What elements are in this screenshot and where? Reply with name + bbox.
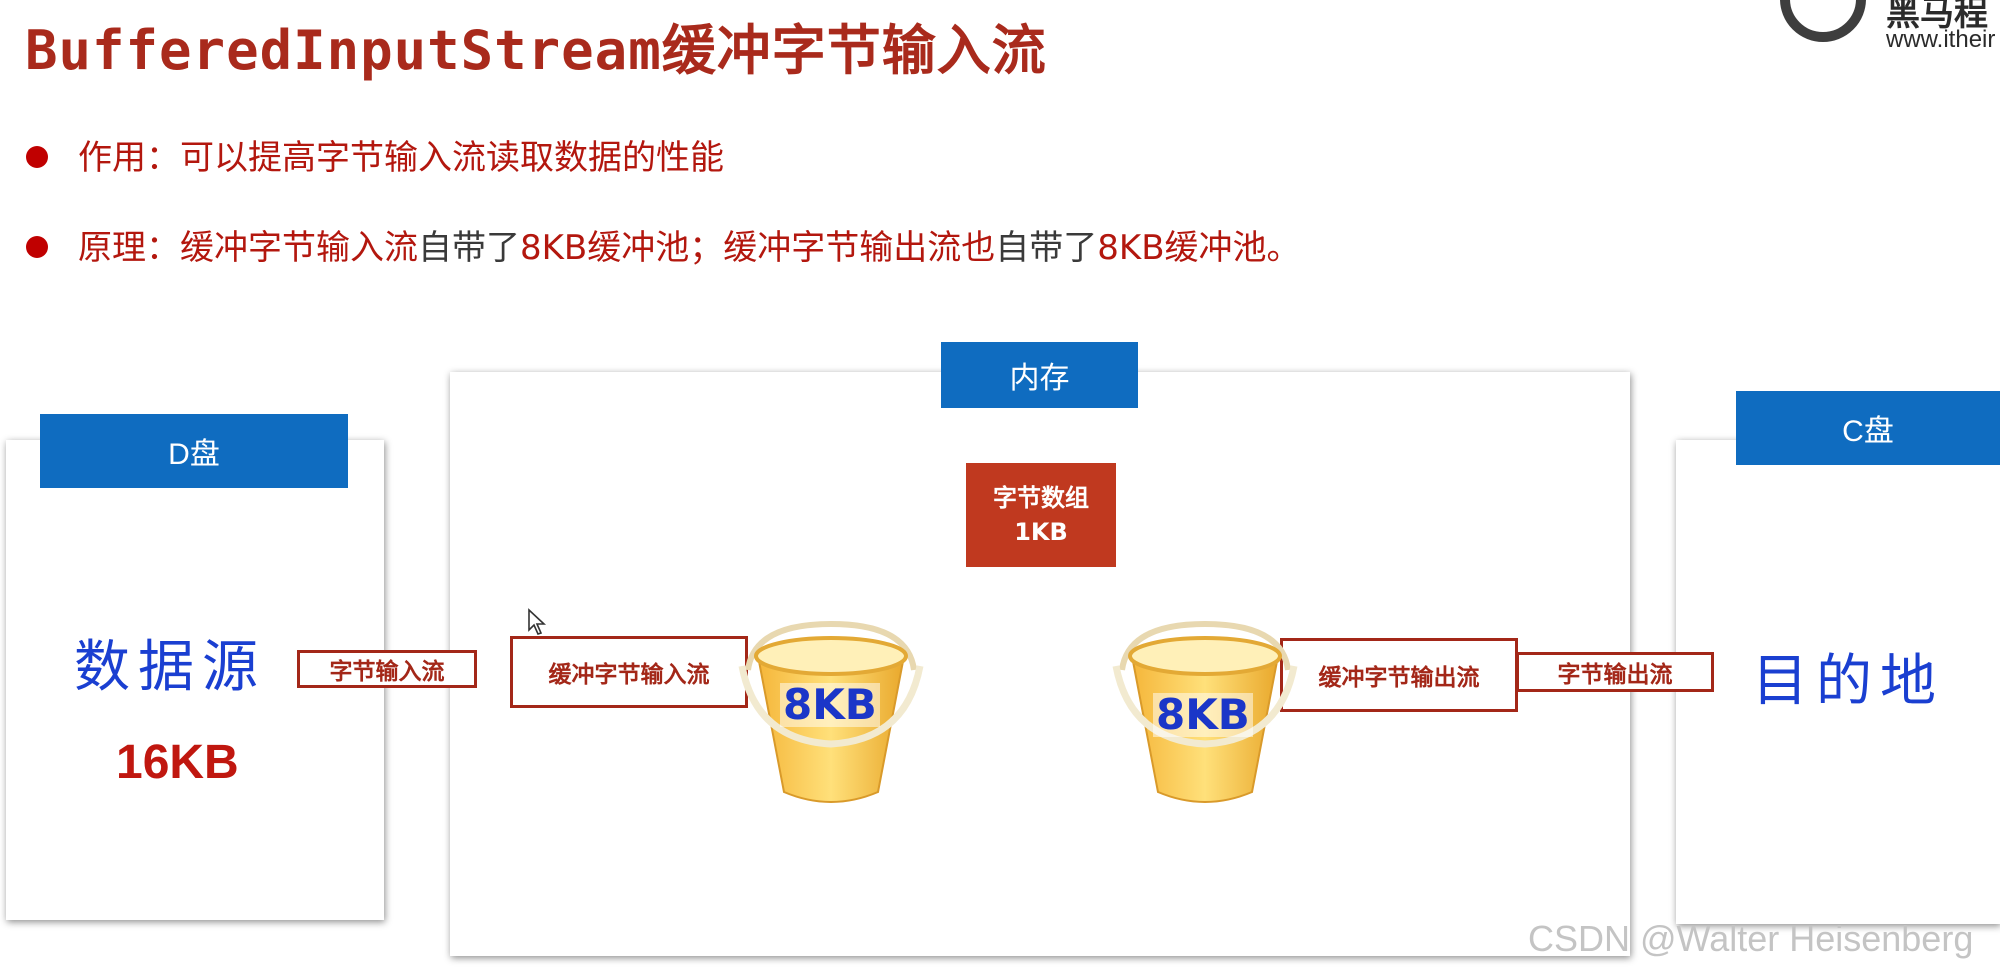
byte-array-label: 字节数组	[993, 484, 1089, 512]
bullet-text: 自带了	[995, 228, 1098, 268]
csdn-watermark: CSDN @Walter Heisenberg	[1528, 918, 1974, 959]
c-disk-tab: C盘	[1736, 391, 2000, 465]
byte-input-stream-pipe: 字节输入流	[297, 650, 477, 688]
byte-output-stream-pipe: 字节输出流	[1516, 652, 1714, 692]
bullet-text: 缓冲字节输出流也	[723, 228, 996, 268]
bullet-text: 可以提高字节输入流读取数据的性能	[180, 138, 724, 178]
bullet-text: 缓冲字节输入流	[180, 228, 418, 268]
byte-array-size: 1KB	[1014, 518, 1068, 546]
bullet-label: 作用：	[78, 138, 180, 178]
c-disk-panel	[1676, 440, 2000, 924]
logo-text: 黑马程	[1886, 0, 1988, 34]
logo-horse-icon	[1780, 0, 1866, 42]
bullet-text: 8KB缓冲池。	[1097, 228, 1301, 268]
memory-tab: 内存	[941, 342, 1138, 408]
mouse-cursor-icon	[528, 608, 547, 635]
bullet-dot-icon	[26, 145, 48, 168]
bullet-label: 原理：	[78, 228, 180, 268]
d-disk-tab: D盘	[40, 414, 348, 488]
left-bucket-size: 8KB	[780, 683, 880, 727]
data-source-label: 数据源	[74, 635, 266, 700]
source-size: 16KB	[116, 736, 239, 789]
destination-label: 目的地	[1752, 649, 1944, 714]
byte-array-box: 字节数组 1KB	[966, 463, 1116, 567]
bullet-dot-icon	[26, 235, 48, 258]
bullet-principle: 原理：缓冲字节输入流自带了8KB缓冲池；缓冲字节输出流也自带了8KB缓冲池。	[26, 220, 1301, 269]
buffered-input-stream-pipe: 缓冲字节输入流	[510, 636, 748, 708]
bullet-text: 自带了	[418, 228, 520, 268]
logo-url: www.itheir	[1886, 26, 1996, 53]
slide-title: BufferedInputStream缓冲字节输入流	[25, 19, 1047, 82]
right-bucket-size: 8KB	[1153, 693, 1253, 737]
bullet-text: 8KB缓冲池；	[520, 228, 724, 268]
brand-logo: 黑马程 www.itheir	[1776, 0, 2000, 62]
buffered-output-stream-pipe: 缓冲字节输出流	[1280, 638, 1518, 712]
bullet-purpose: 作用：可以提高字节输入流读取数据的性能	[26, 130, 724, 179]
